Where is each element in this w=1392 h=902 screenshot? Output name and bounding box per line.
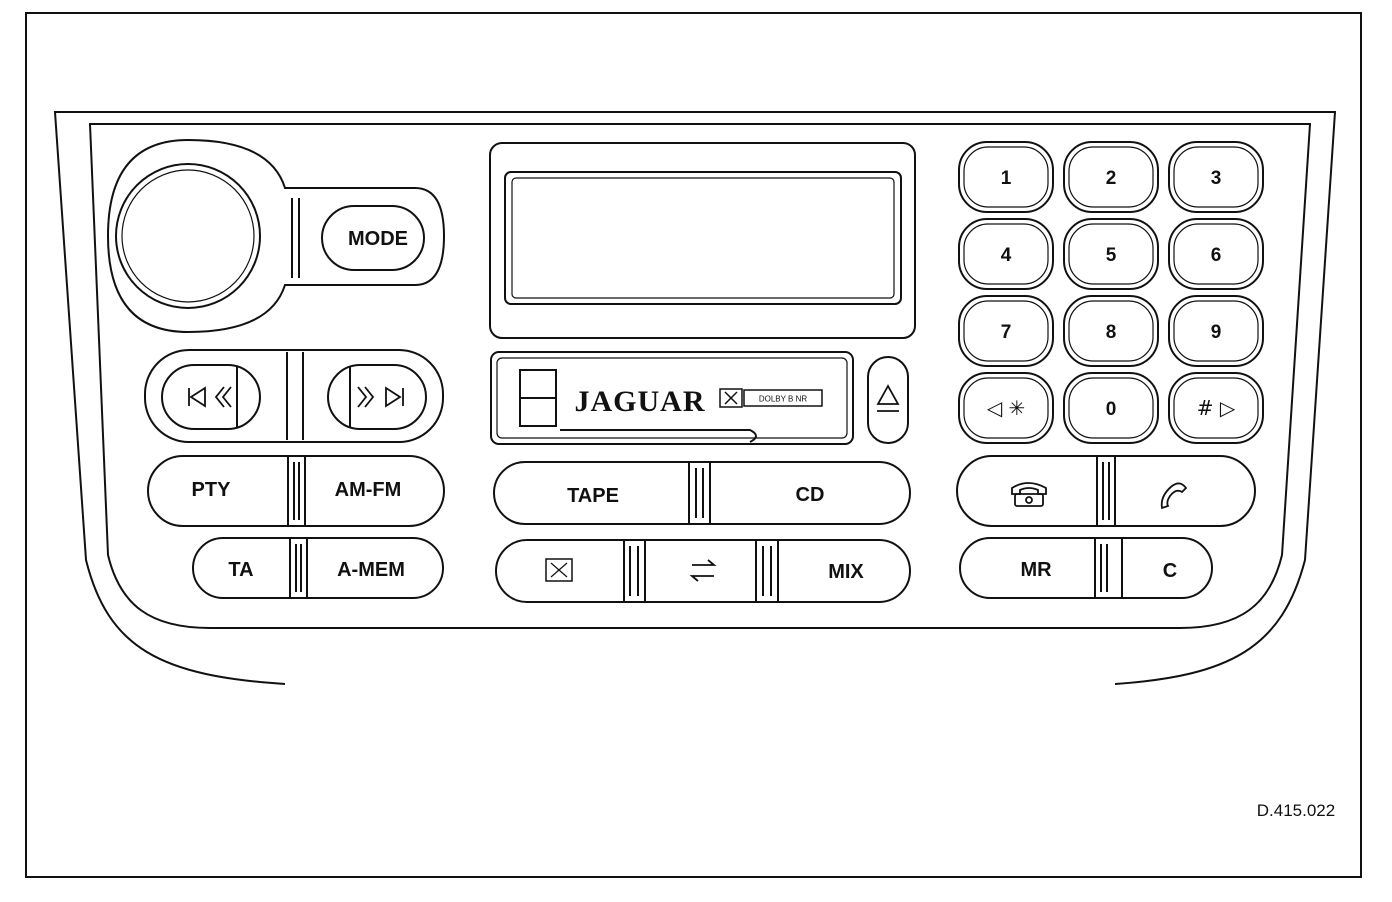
keypad-key-inner [1173,223,1259,285]
mr-button[interactable]: MR [1020,559,1052,581]
keypad-key-outline [1063,218,1159,290]
keypad-key-outline [1168,218,1264,290]
keypad-key-3[interactable]: 3 [1211,168,1222,189]
keypad-key-outline [958,295,1054,367]
keypad-key-inner [1173,146,1259,208]
keypad-key-inner [1173,300,1259,362]
tape-button[interactable]: TAPE [567,485,619,507]
inner-panel [88,123,1312,629]
telephone-icon [1011,482,1047,507]
keypad-key-outline [958,218,1054,290]
keypad-key-outline [1063,372,1159,444]
am-fm-button[interactable]: AM-FM [335,479,402,501]
knob-surround [106,138,446,334]
keypad-key-outline [1063,141,1159,213]
keypad-key-outline [1168,141,1264,213]
mix-button[interactable]: MIX [828,561,864,583]
keypad-key-outline [958,141,1054,213]
keypad-key-8[interactable]: 8 [1106,322,1117,343]
keypad-key-2[interactable]: 2 [1106,168,1117,189]
keypad-key-4[interactable]: 4 [1001,245,1012,266]
pty-button[interactable]: PTY [192,479,232,501]
keypad-key-inner [1173,377,1259,439]
a-mem-button[interactable]: A-MEM [337,559,405,581]
keypad-key-outline [1063,295,1159,367]
fast-forward-skip-icon [357,386,404,408]
keypad-key-inner [963,223,1049,285]
skip-back-rewind-icon [188,386,232,408]
keypad-key-inner [963,300,1049,362]
keypad-key-inner [1068,377,1154,439]
ta-button[interactable]: TA [228,559,253,581]
keypad-key-1[interactable]: 1 [1001,168,1012,189]
c-button[interactable]: C [1163,560,1177,582]
keypad-key-inner [1068,300,1154,362]
figure-frame [25,12,1362,878]
display-window [504,171,902,305]
figure-reference: D.415.022 [1257,801,1335,820]
keypad-key-inner [1068,223,1154,285]
dolby-icon [719,388,823,408]
keypad-key-outline [958,372,1054,444]
mode-button[interactable]: MODE [348,228,408,250]
hash-right-key[interactable]: # ▷ [1197,396,1236,420]
eject-button-shape [867,356,909,444]
cassette-door [490,351,854,445]
handset-icon [1160,482,1188,510]
keypad-key-0[interactable]: 0 [1106,399,1117,420]
keypad-key-9[interactable]: 9 [1211,322,1222,343]
keypad-key-6[interactable]: 6 [1211,245,1222,266]
keypad-key-inner [1068,146,1154,208]
mode-button-shape [321,205,425,271]
cd-button[interactable]: CD [796,484,825,506]
keypad-key-inner [963,377,1049,439]
keypad-key-5[interactable]: 5 [1106,245,1117,266]
brand-logo: JAGUAR [575,385,706,418]
display-bezel [489,142,916,339]
swap-direction-icon [689,559,717,582]
keypad-key-outline [1168,372,1264,444]
star-left-key[interactable]: ◁ ✳ [986,396,1026,420]
outer-fascia [53,111,1337,685]
keypad-key-outline [1168,295,1264,367]
keypad-key-7[interactable]: 7 [1001,322,1012,343]
dolby-label: DOLBY B NR [759,395,808,404]
keypad-key-inner [963,146,1049,208]
eject-icon [876,384,900,412]
volume-knob [115,163,261,309]
